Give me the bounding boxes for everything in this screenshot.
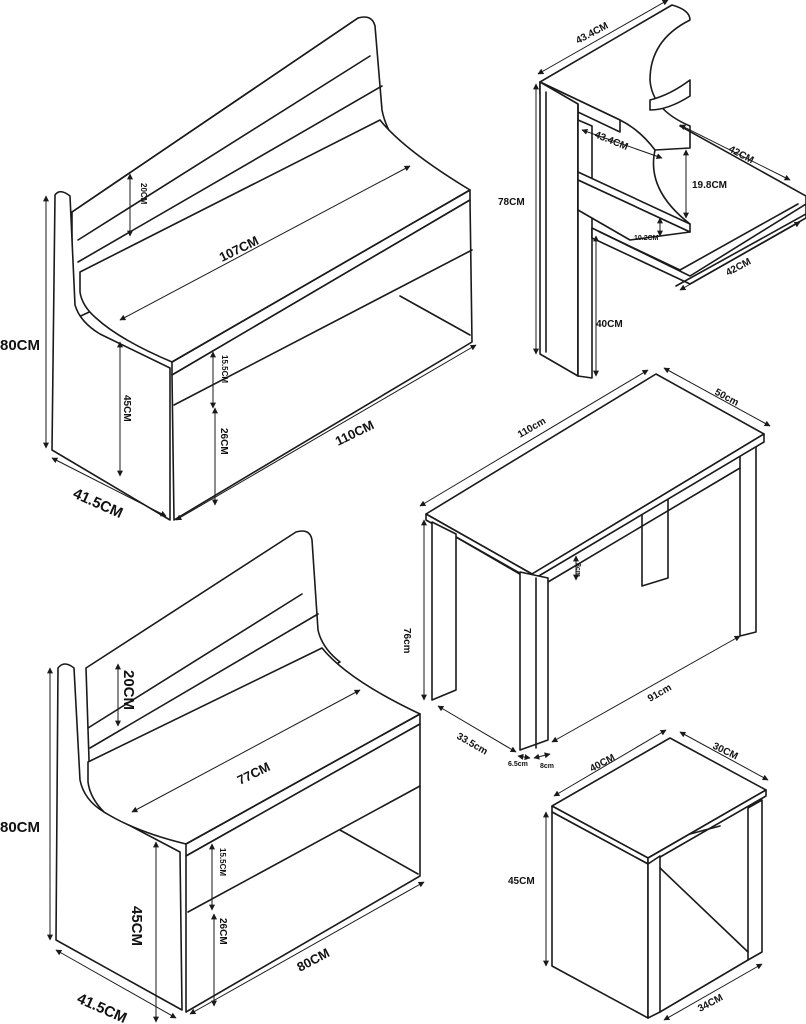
- bench-small-depth: 41.5CM: [74, 990, 129, 1024]
- table-leg-span: 91cm: [646, 682, 674, 704]
- bench-small-drawer-height: 15.5CM: [218, 848, 227, 876]
- table-width: 50cm: [713, 387, 741, 409]
- bench-large-drawer-height: 15.5CM: [220, 355, 229, 383]
- shelf-gap: 19.8CM: [692, 180, 727, 191]
- bench-small: 20CM 77CM 80CM 45CM 15.5CM 26CM 80CM 41.…: [0, 530, 425, 1024]
- table-leg-depth: 33.5cm: [455, 731, 490, 758]
- bench-large-height: 80CM: [0, 337, 40, 354]
- corner-shelf: 43.4CM 43.4CM 42CM 42CM 78CM 40CM 19.8CM…: [498, 0, 806, 379]
- bench-large: 107CM 110CM 20CM 80CM 41.5CM 45CM 15.5CM…: [0, 16, 477, 522]
- stool-depth: 30CM: [711, 741, 740, 763]
- shelf-depth-top: 42CM: [727, 144, 756, 166]
- dining-table: 110cm 50cm 76cm 8cm 91cm 33.5cm 6.5cm 8c…: [401, 367, 771, 770]
- bench-large-backrest: 20CM: [139, 183, 148, 205]
- table-height: 76cm: [401, 628, 412, 654]
- shelf-height: 78CM: [498, 197, 525, 208]
- shelf-lower-height: 40CM: [596, 319, 623, 330]
- table-length: 110cm: [516, 416, 548, 441]
- bench-small-backrest: 20CM: [120, 670, 137, 710]
- bench-small-overall-width: 80CM: [294, 945, 332, 975]
- table-apron: 8cm: [574, 563, 581, 577]
- stool-height: 45CM: [508, 876, 535, 887]
- shelf-inner-width: 43.4CM: [593, 130, 630, 153]
- stool: 40CM 30CM 45CM 34CM: [508, 729, 769, 1021]
- bench-large-seat-height: 45CM: [121, 395, 132, 422]
- bench-small-height: 80CM: [0, 819, 40, 836]
- shelf-thickness: 10.2CM: [634, 235, 659, 242]
- stool-base: 34CM: [696, 992, 725, 1014]
- bench-large-leg-height: 26CM: [218, 428, 229, 455]
- bench-small-seat-height: 45CM: [128, 906, 145, 946]
- table-leg-width: 8cm: [540, 763, 554, 770]
- table-leg-small: 6.5cm: [508, 761, 528, 768]
- bench-small-leg-height: 26CM: [217, 918, 228, 945]
